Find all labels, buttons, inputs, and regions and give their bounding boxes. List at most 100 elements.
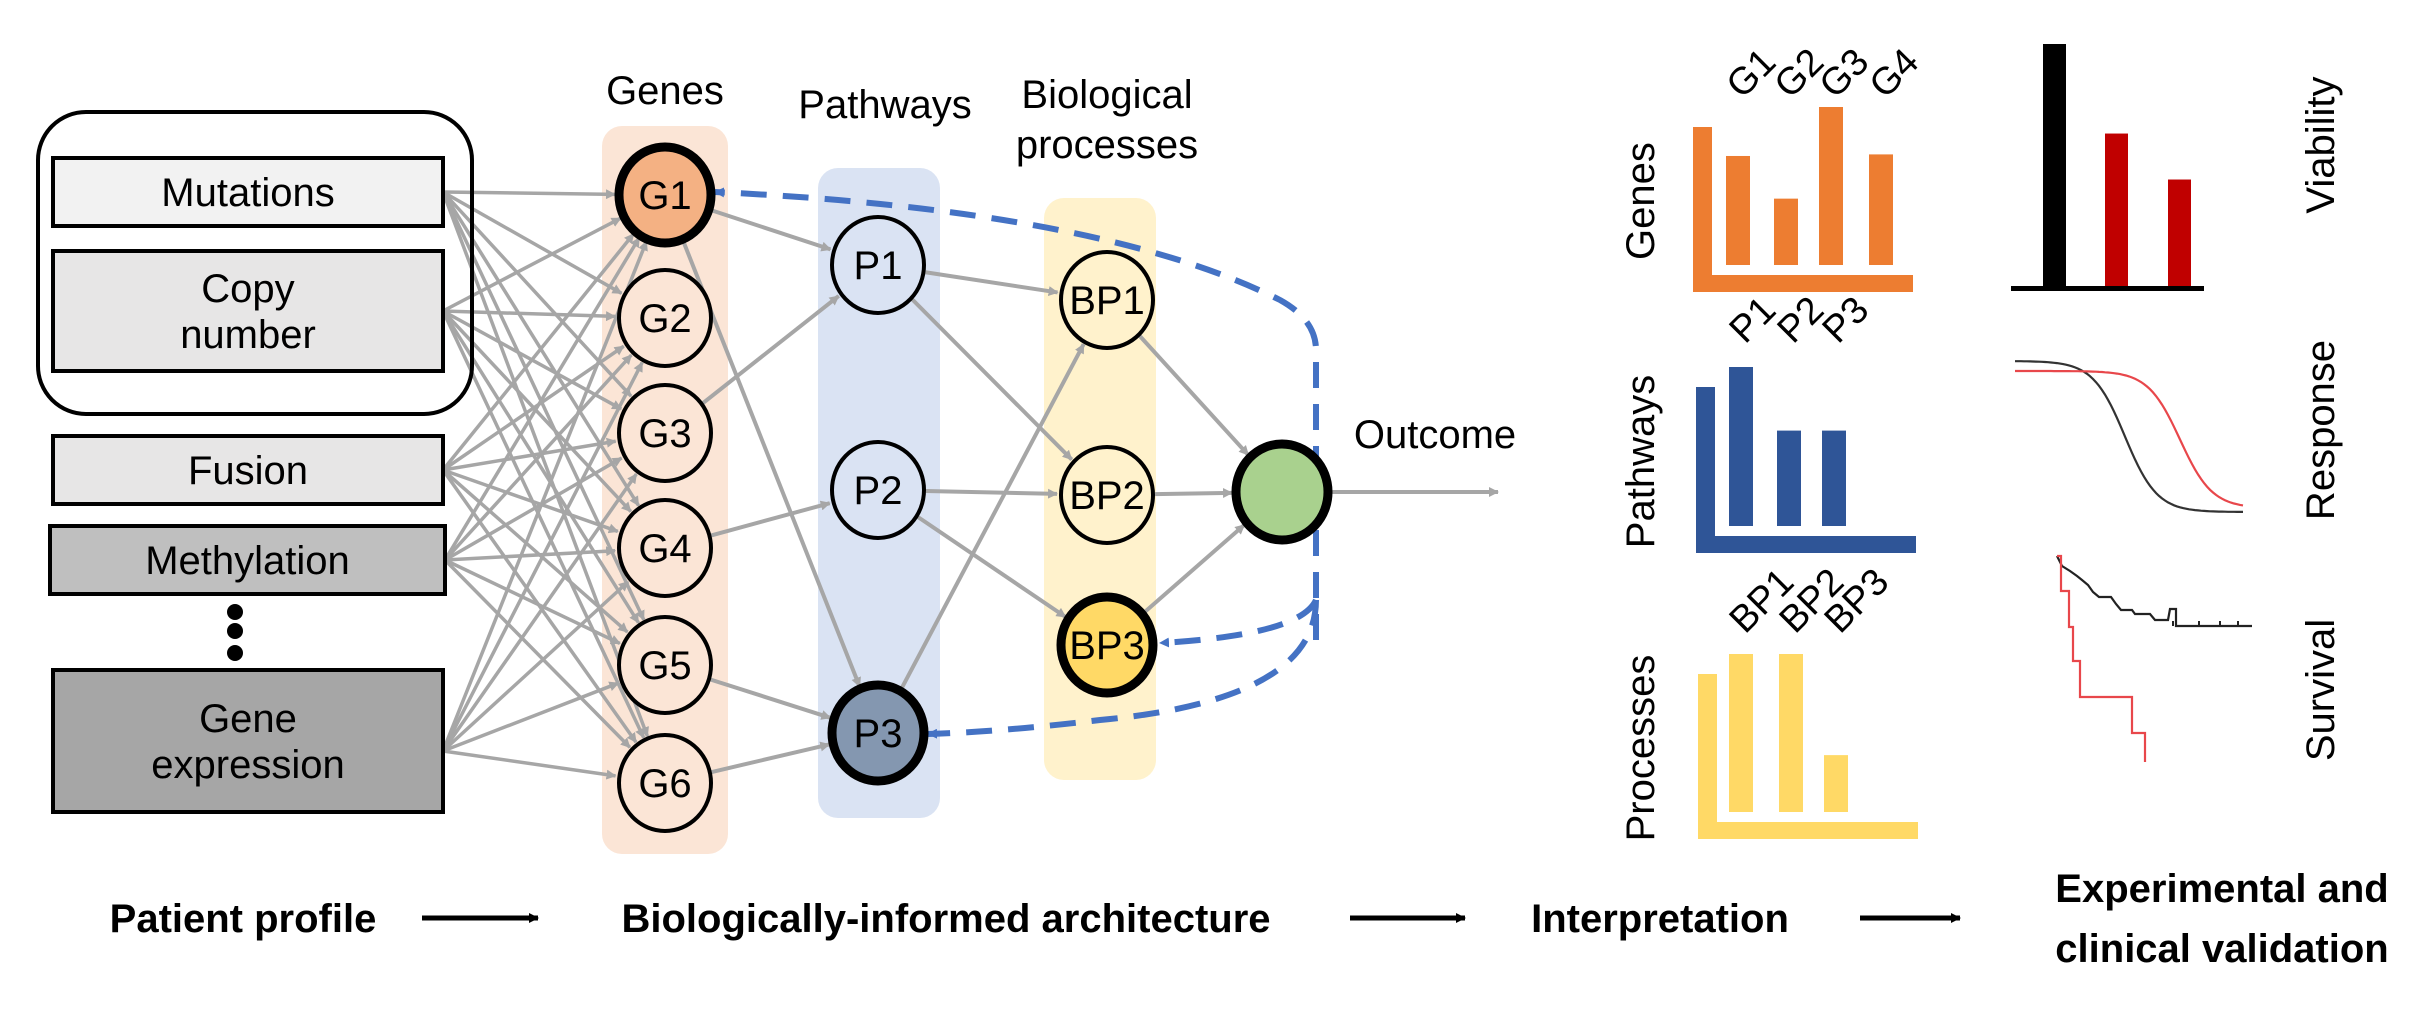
- response-curve-treatment: [2015, 369, 2244, 507]
- input-edge: [441, 472, 638, 753]
- input-edge: [442, 468, 619, 534]
- input-box: [48, 524, 447, 596]
- input-edge: [441, 468, 629, 634]
- node-label: P2: [854, 469, 903, 513]
- input-methylation: Methylation: [48, 524, 447, 596]
- input-box: [51, 249, 445, 373]
- survival-placeholder-2: [2057, 557, 2182, 626]
- input-edge: [442, 437, 617, 472]
- edge-P1-BP1: [925, 270, 1059, 297]
- chart-x-axis: [1693, 275, 1913, 292]
- input-edge: [442, 309, 617, 322]
- chart-bar-BP1: [1729, 654, 1753, 812]
- chart-ylabel: Processes: [1619, 655, 1663, 842]
- node-circle: [1059, 445, 1155, 545]
- input-label: expression: [151, 743, 344, 787]
- node-label: BP1: [1069, 279, 1145, 323]
- input-mutations: Mutations: [51, 156, 445, 228]
- survival-curve-control: [2056, 555, 2252, 628]
- node-label: G2: [638, 297, 691, 341]
- input-edge: [442, 189, 617, 200]
- input-edge: [441, 580, 630, 753]
- chart-bar-G4: [1869, 154, 1893, 265]
- input-label: Mutations: [161, 171, 334, 215]
- edge-P3-BP1: [898, 343, 1086, 692]
- edge-P2-BP2: [925, 488, 1059, 499]
- outcome-node: [1231, 439, 1333, 545]
- node-label: G4: [638, 527, 691, 571]
- chart-bar-BP2: [1779, 654, 1803, 812]
- profile-group-frame: [36, 110, 474, 416]
- chart-bar-P1: [1729, 367, 1753, 526]
- chart-bar-G2: [1774, 198, 1798, 265]
- pathway-node-P1: P1: [830, 215, 926, 315]
- chart-bar-G1: [1726, 155, 1750, 265]
- node-circle: [617, 383, 713, 483]
- survival-placeholder-3: [2057, 556, 2168, 620]
- node-label: P1: [854, 244, 903, 288]
- input-label: Gene: [199, 697, 297, 741]
- survival-curve-treatment: [2057, 554, 2147, 762]
- node-circle: [830, 440, 926, 540]
- gene-node-G2: G2: [617, 268, 713, 368]
- edge-BP1-outcome: [1137, 334, 1250, 457]
- input-edge: [443, 236, 641, 561]
- gene-node-G3: G3: [617, 383, 713, 483]
- chart-tick-label-P3: P3: [1815, 289, 1878, 352]
- input-edge: [444, 558, 621, 646]
- pathways-title: Pathways: [798, 83, 971, 127]
- node-label: G6: [638, 762, 691, 806]
- gene-node-G6: G6: [617, 733, 713, 833]
- viability-bar: [2168, 179, 2191, 286]
- pathway-node-P2: P2: [830, 440, 926, 540]
- gene-node-G5: G5: [617, 615, 713, 715]
- input-edge: [441, 361, 644, 752]
- node-label: P3: [854, 712, 903, 756]
- viability-bar: [2105, 133, 2128, 286]
- workflow-step-patient-profile: Patient profile: [110, 897, 377, 941]
- edge-BP2-outcome: [1154, 488, 1234, 499]
- node-label: G3: [638, 412, 691, 456]
- node-label: BP2: [1069, 474, 1145, 518]
- input-edge: [441, 191, 650, 738]
- viability-axis: [2011, 286, 2204, 291]
- node-circle: [614, 142, 716, 248]
- input-label: Methylation: [145, 539, 350, 583]
- chart-bar-G3: [1819, 107, 1843, 265]
- patient-profile: MutationsCopynumberFusionMethylationGene…: [36, 110, 474, 814]
- edge-G1-P1: [709, 208, 832, 252]
- edge-G5-P3: [710, 677, 832, 720]
- processes-title: processes: [1016, 123, 1198, 167]
- survival-label: Survival: [2299, 619, 2343, 761]
- edge-G3-P1: [701, 294, 840, 405]
- viability-bar: [2043, 44, 2066, 286]
- viability-label: Viability: [2299, 76, 2343, 213]
- feedback-arrow-P3: [927, 599, 1319, 739]
- genes-title: Genes: [606, 69, 724, 113]
- outcome-circle: [1231, 439, 1333, 545]
- ellipsis-icon: [227, 604, 243, 661]
- input-label: Copy: [201, 267, 294, 311]
- input-edge: [442, 344, 625, 472]
- input-edge: [443, 558, 632, 749]
- process-node-BP1: BP1: [1059, 250, 1155, 350]
- node-circle: [617, 498, 713, 598]
- edge-P1-BP2: [910, 297, 1074, 461]
- workflow-step-interpretation: Interpretation: [1531, 897, 1789, 941]
- response-chart: Response: [2015, 340, 2343, 520]
- input-edge: [442, 681, 620, 753]
- input-box: [51, 434, 445, 506]
- outcome-label: Outcome: [1354, 413, 1516, 457]
- feedback-arrow-BP3: [1159, 598, 1319, 648]
- input-edge: [441, 310, 640, 624]
- node-circle: [617, 615, 713, 715]
- chart-bar-P2: [1777, 430, 1801, 526]
- process-node-BP2: BP2: [1059, 445, 1155, 545]
- input-edge: [441, 240, 649, 752]
- node-label: BP3: [1069, 624, 1145, 668]
- input-label: number: [180, 313, 316, 357]
